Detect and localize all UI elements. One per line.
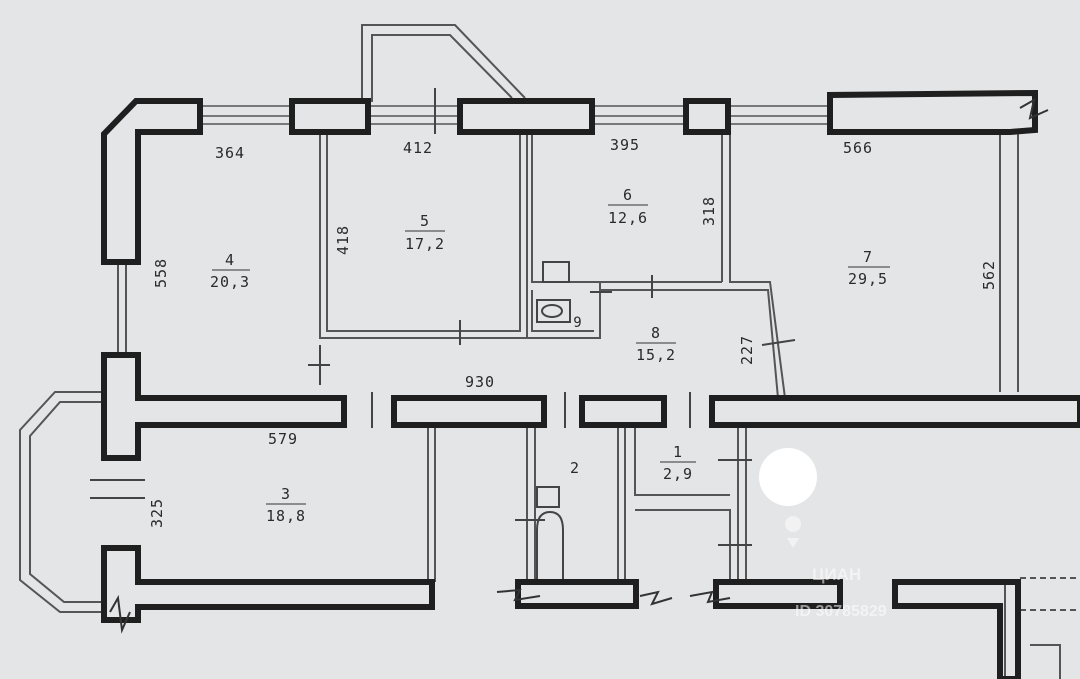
room-number: 1 (673, 443, 683, 461)
room-number: 2 (570, 459, 580, 477)
room-4: 4 20,3 (210, 251, 250, 291)
room-number: 8 (651, 324, 661, 342)
room-labels: 4 20,3 5 17,2 6 12,6 7 29,5 8 15,2 9 3 (210, 186, 890, 525)
dim-318: 318 (700, 196, 718, 226)
room-number: 4 (225, 251, 235, 269)
dim-227: 227 (738, 335, 756, 365)
room-number: 5 (420, 212, 430, 230)
watermark-id: ID 30785829 (795, 603, 887, 620)
dim-364: 364 (215, 144, 245, 162)
room-number: 6 (623, 186, 633, 204)
bathroom-fixtures (536, 261, 571, 581)
room-3: 3 18,8 (266, 485, 306, 525)
room-7: 7 29,5 (848, 248, 890, 288)
room-2: 2 (570, 459, 580, 477)
room-number: 9 (573, 315, 582, 331)
room-area: 15,2 (636, 346, 676, 364)
room-area: 17,2 (405, 235, 445, 253)
dim-562: 562 (980, 260, 998, 290)
room-area: 29,5 (848, 270, 888, 288)
dim-558: 558 (152, 258, 170, 288)
room-6: 6 12,6 (608, 186, 648, 227)
dim-325: 325 (148, 498, 166, 528)
dim-566: 566 (843, 139, 873, 157)
walls (101, 89, 1080, 679)
room-area: 20,3 (210, 273, 250, 291)
partition-lines (19, 24, 1080, 679)
pin-icon (785, 516, 802, 548)
watermark: ЦИАН ID 30785829 (785, 516, 887, 620)
door-marks (90, 88, 796, 546)
room-area: 18,8 (266, 507, 306, 525)
room-area: 2,9 (663, 465, 693, 483)
dimension-labels: 364 412 395 566 930 579 558 418 318 562 … (148, 136, 998, 528)
dim-579: 579 (268, 430, 298, 448)
room-number: 3 (281, 485, 291, 503)
location-marker (759, 448, 817, 506)
dim-930: 930 (465, 373, 495, 391)
room-area: 12,6 (608, 209, 648, 227)
window-glazing (200, 105, 830, 125)
dim-418: 418 (334, 225, 352, 255)
room-8: 8 15,2 (636, 324, 676, 364)
room-1: 1 2,9 (660, 443, 696, 483)
room-9: 9 (573, 315, 582, 331)
room-5: 5 17,2 (405, 212, 445, 253)
break-symbols (109, 98, 1049, 634)
dim-395: 395 (610, 136, 640, 154)
room-number: 7 (863, 248, 873, 266)
watermark-brand: ЦИАН (812, 565, 861, 584)
dim-412: 412 (403, 139, 433, 157)
